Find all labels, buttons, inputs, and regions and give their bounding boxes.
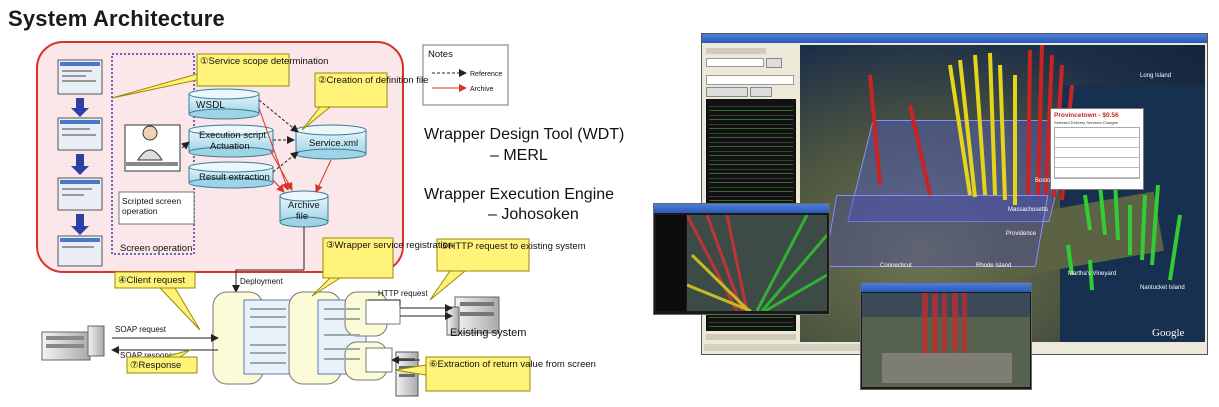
step-7-label: ⑦Response xyxy=(130,360,181,371)
callout-registration xyxy=(311,237,394,297)
screen-operation-label: Screen operation xyxy=(120,243,192,254)
callout-http-request xyxy=(429,238,530,301)
wsdl-label: WSDL xyxy=(196,100,225,111)
price-popup[interactable]: Provincetown - $0.56 Selected Delivery S… xyxy=(1050,108,1144,190)
map-label-long-island: Long Island xyxy=(1140,73,1172,79)
map-label-boston: Boston xyxy=(1035,178,1054,184)
wee-credit: Wrapper Execution Engine xyxy=(424,186,615,203)
execution-script-cylinder xyxy=(188,124,274,158)
http-arrow-link xyxy=(368,299,401,306)
map-label-providence: Providence xyxy=(1006,231,1037,237)
execution-engine-block xyxy=(212,291,401,385)
popup-title: Provincetown - $0.56 xyxy=(1054,112,1119,119)
http-request-label: HTTP request xyxy=(378,289,428,298)
notes-title: Notes xyxy=(428,49,453,60)
map-label-massachusetts: Massachusetts xyxy=(1008,207,1049,213)
wdt-credit: Wrapper Design Tool (WDT) xyxy=(424,126,625,143)
archive-file-label: file xyxy=(296,211,308,222)
callout-client-request xyxy=(114,271,201,331)
page-title: System Architecture xyxy=(8,6,225,31)
status-bar xyxy=(704,344,1004,351)
service-xml-label: Service.xml xyxy=(309,138,358,149)
operator-figure xyxy=(124,124,181,172)
down-arrows xyxy=(71,98,89,235)
result-extraction-cylinder xyxy=(188,161,274,189)
map-label-rhode-island: Rhode Island xyxy=(976,263,1012,269)
map-label-nantucket: Nantucket Island xyxy=(1140,285,1185,291)
step-5-label: ⑤HTTP request to existing system xyxy=(440,241,586,252)
deployment-arrow xyxy=(232,269,304,293)
wsdl-cylinder xyxy=(188,88,260,120)
main-window-titlebar xyxy=(702,34,1207,43)
existing-system-server xyxy=(446,296,500,336)
google-logo: Google xyxy=(1152,327,1185,339)
execution-script-label: Execution script xyxy=(199,130,266,141)
archive-file-cylinder xyxy=(279,190,329,228)
actuation-label: Actuation xyxy=(210,141,250,152)
archive-label: Archive xyxy=(288,200,320,211)
wee-credit-org: – Johosoken xyxy=(488,206,579,223)
inset-city-view xyxy=(862,293,1030,387)
step-1-label: ①Service scope determination xyxy=(200,56,328,67)
inset-spike-view xyxy=(687,215,827,311)
popup-rate-table xyxy=(1054,127,1140,179)
notes-archive-label: Archive xyxy=(470,86,493,93)
soap-request-label: SOAP request xyxy=(115,325,167,334)
scripted-screen-label-2: operation xyxy=(122,206,158,216)
notes-reference-label: Reference xyxy=(470,71,502,78)
deployment-label: Deployment xyxy=(240,277,283,286)
flow-arrows xyxy=(181,99,332,193)
soap-response-label: SOAP response xyxy=(120,351,178,360)
map-label-marthas-vineyard: Martha's Vineyard xyxy=(1068,271,1117,277)
zoom-button[interactable] xyxy=(706,87,748,97)
wdt-credit-org: – MERL xyxy=(490,147,548,164)
callout-service-scope xyxy=(111,53,290,99)
screen-source-server xyxy=(395,351,419,397)
architecture-diagram: Scripted screen operation Screen operati… xyxy=(36,41,596,397)
callout-definition-file xyxy=(301,72,388,131)
existing-system-label: Existing system xyxy=(450,327,526,339)
callout-extraction xyxy=(394,356,531,392)
go-button[interactable] xyxy=(766,58,782,68)
step-2-label: ②Creation of definition file xyxy=(318,75,428,86)
map-label-connecticut: Connecticut xyxy=(880,263,912,269)
step-6-label: ⑥Extraction of return value from screen xyxy=(429,359,596,370)
scripted-screen-label: Scripted screen xyxy=(122,196,181,206)
client-server xyxy=(41,325,105,361)
popup-subtitle: Selected Delivery Services Charges xyxy=(1054,120,1118,125)
result-extraction-label: Result extraction xyxy=(199,172,270,183)
step-3-label: ③Wrapper service registration xyxy=(326,240,453,251)
callout-response xyxy=(126,349,198,374)
inset-window-city xyxy=(860,282,1032,390)
screen-thumbnails xyxy=(57,59,103,267)
inset-window-spikes xyxy=(653,203,830,315)
scripted-screen-label-box xyxy=(118,191,195,225)
service-xml-cylinder xyxy=(295,124,367,160)
reset-button[interactable] xyxy=(750,87,772,97)
step-4-label: ④Client request xyxy=(118,275,185,286)
